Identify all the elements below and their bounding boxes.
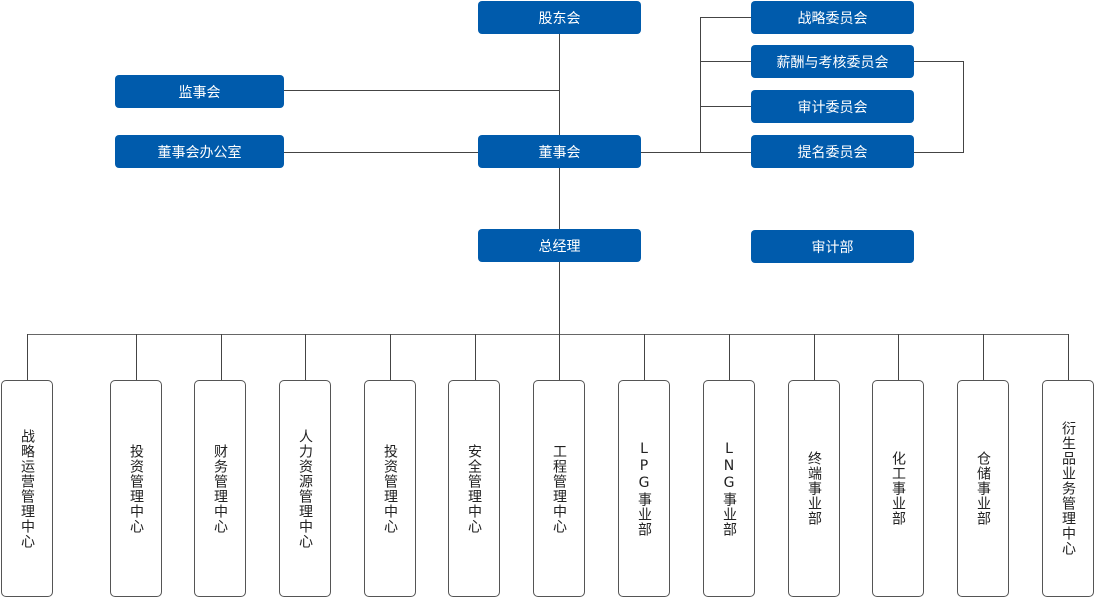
department-label: 衍生品业务管理中心 <box>1060 421 1076 556</box>
department-box[interactable]: 战略运营管理中心 <box>1 380 53 597</box>
department-label: 人力资源管理中心 <box>297 428 313 549</box>
board-box[interactable]: 董事会 <box>478 135 641 168</box>
department-label: 化工事业部 <box>890 451 906 526</box>
department-label: 投资管理中心 <box>382 443 398 534</box>
connector <box>814 334 815 381</box>
committee-compensation[interactable]: 薪酬与考核委员会 <box>751 45 914 78</box>
department-box[interactable]: 终端事业部 <box>788 380 840 597</box>
department-box[interactable]: 投资管理中心 <box>364 380 416 597</box>
connector <box>913 152 964 153</box>
connector <box>283 90 559 91</box>
department-label: 投资管理中心 <box>128 443 144 534</box>
connector <box>559 334 560 381</box>
department-box[interactable]: 安全管理中心 <box>448 380 500 597</box>
department-label: LPG事业部 <box>636 440 652 537</box>
department-box[interactable]: 投资管理中心 <box>110 380 162 597</box>
department-box[interactable]: 财务管理中心 <box>194 380 246 597</box>
department-label: 工程管理中心 <box>551 443 567 534</box>
connector <box>913 61 964 62</box>
department-label: 战略运营管理中心 <box>19 428 35 549</box>
connector <box>700 17 701 153</box>
department-box[interactable]: LPG事业部 <box>618 380 670 597</box>
connector <box>559 262 560 334</box>
department-box[interactable]: 仓储事业部 <box>957 380 1009 597</box>
department-box[interactable]: 化工事业部 <box>872 380 924 597</box>
connector <box>700 61 751 62</box>
department-label: 仓储事业部 <box>975 451 991 526</box>
connector <box>700 17 751 18</box>
connector <box>305 334 306 381</box>
department-box[interactable]: 人力资源管理中心 <box>279 380 331 597</box>
department-box[interactable]: 衍生品业务管理中心 <box>1042 380 1094 597</box>
connector <box>475 334 476 381</box>
connector <box>640 152 751 153</box>
connector <box>983 334 984 381</box>
department-label: 安全管理中心 <box>466 443 482 534</box>
connector <box>898 334 899 381</box>
connector <box>1068 334 1069 381</box>
connector <box>221 334 222 381</box>
connector <box>559 34 560 136</box>
committee-strategy[interactable]: 战略委员会 <box>751 1 914 34</box>
committee-nomination[interactable]: 提名委员会 <box>751 135 914 168</box>
supervisors-box[interactable]: 监事会 <box>115 75 284 108</box>
committee-audit[interactable]: 审计委员会 <box>751 90 914 123</box>
board-office-box[interactable]: 董事会办公室 <box>115 135 284 168</box>
connector <box>963 61 964 153</box>
audit-dept-box[interactable]: 审计部 <box>751 230 914 263</box>
connector <box>729 334 730 381</box>
connector <box>559 168 560 230</box>
department-box[interactable]: 工程管理中心 <box>533 380 585 597</box>
department-label: 财务管理中心 <box>212 443 228 534</box>
department-box[interactable]: LNG事业部 <box>703 380 755 597</box>
connector <box>136 334 137 381</box>
connector <box>644 334 645 381</box>
general-manager-box[interactable]: 总经理 <box>478 229 641 262</box>
shareholders-box[interactable]: 股东会 <box>478 1 641 34</box>
department-label: 终端事业部 <box>806 451 822 526</box>
connector <box>283 152 478 153</box>
connector <box>700 106 751 107</box>
department-label: LNG事业部 <box>721 440 737 537</box>
connector <box>27 334 28 381</box>
connector <box>390 334 391 381</box>
connector <box>27 334 1068 335</box>
